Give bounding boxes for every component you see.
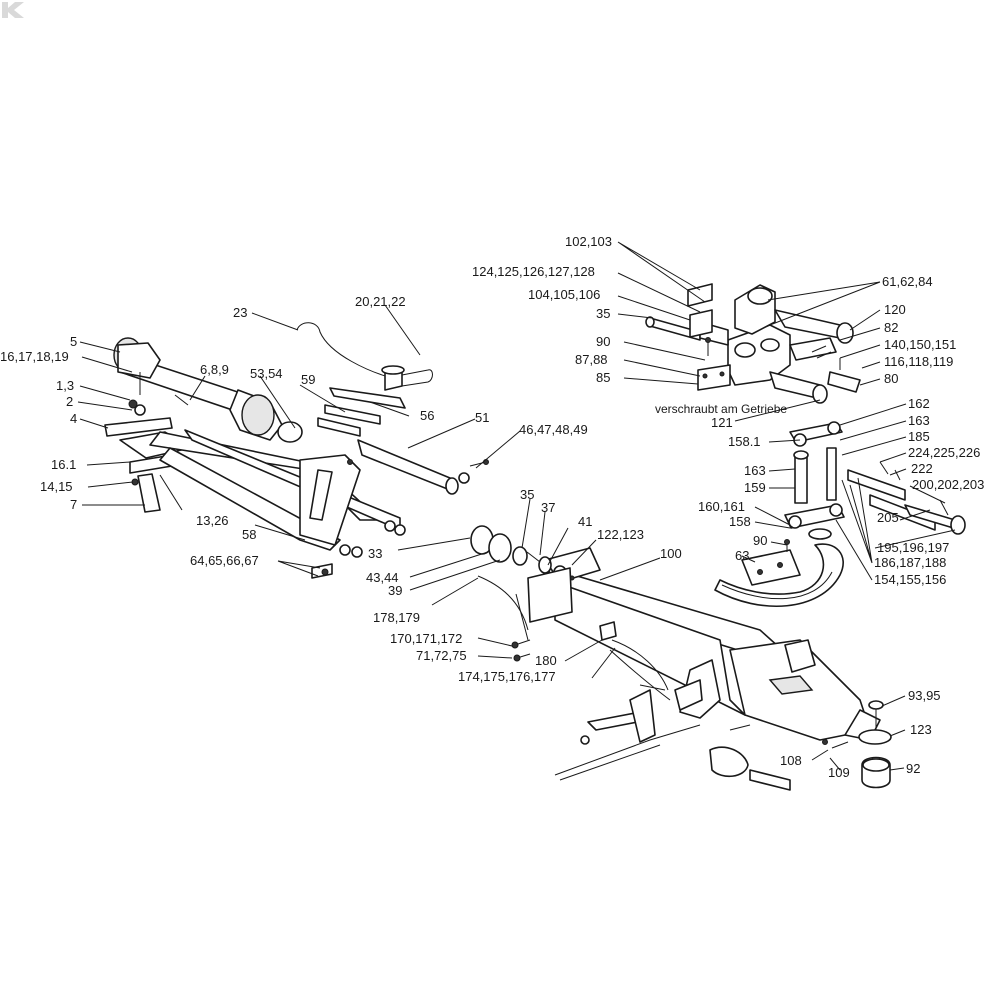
callout-label: 186,187,188 (874, 555, 946, 570)
callout-label: 90 (753, 533, 767, 548)
callout-label: 154,155,156 (874, 572, 946, 587)
callout-label: 124,125,126,127,128 (472, 264, 595, 279)
callout-label: 163 (744, 463, 766, 478)
callout-label: 224,225,226 (908, 445, 980, 460)
callout-label: 85 (596, 370, 610, 385)
callout-labels: 102,103 124,125,126,127,128 104,105,106 … (0, 234, 984, 780)
callout-label: 222 (911, 461, 933, 476)
callout-label: 6,8,9 (200, 362, 229, 377)
callout-label: 35 (596, 306, 610, 321)
callout-label: 82 (884, 320, 898, 335)
callout-label: 33 (368, 546, 382, 561)
callout-label: 200,202,203 (912, 477, 984, 492)
callout-label: 123 (910, 722, 932, 737)
pto-shaft-assembly (104, 322, 489, 579)
callout-label: 16,17,18,19 (0, 349, 69, 364)
callout-label: 109 (828, 765, 850, 780)
callout-label: 163 (908, 413, 930, 428)
callout-label: 195,196,197 (877, 540, 949, 555)
callout-label: 116,118,119 (884, 354, 953, 369)
callout-label: 13,26 (196, 513, 229, 528)
callout-label: 158.1 (728, 434, 761, 449)
callout-label: 185 (908, 429, 930, 444)
callout-label: 71,72,75 (416, 648, 467, 663)
callout-label: 2 (66, 394, 73, 409)
callout-label: 92 (906, 761, 920, 776)
callout-label: 120 (884, 302, 906, 317)
callout-label: 64,65,66,67 (190, 553, 259, 568)
callout-label: 56 (420, 408, 434, 423)
callout-label: 4 (70, 411, 77, 426)
callout-label: 39 (388, 583, 402, 598)
callout-label: 162 (908, 396, 930, 411)
callout-label: 205 (877, 510, 899, 525)
callout-label: 37 (541, 500, 555, 515)
callout-label: 53,54 (250, 366, 283, 381)
callout-label: 5 (70, 334, 77, 349)
callout-label: 14,15 (40, 479, 73, 494)
callout-label: 23 (233, 305, 247, 320)
callout-label: 158 (729, 514, 751, 529)
callout-label: 16.1 (51, 457, 76, 472)
callout-label: 46,47,48,49 (519, 422, 588, 437)
callout-label: 174,175,176,177 (458, 669, 556, 684)
callout-label: 61,62,84 (882, 274, 933, 289)
callout-label: 51 (475, 410, 489, 425)
main-frame-assembly (470, 525, 892, 791)
rotor-arm-assembly (714, 421, 966, 607)
callout-label: 43,44 (366, 570, 399, 585)
callout-label: 104,105,106 (528, 287, 600, 302)
callout-label: 159 (744, 480, 766, 495)
callout-label: 1,3 (56, 378, 74, 393)
callout-label: 90 (596, 334, 610, 349)
callout-label: 87,88 (575, 352, 608, 367)
callout-label: 170,171,172 (390, 631, 462, 646)
callout-label: 63 (735, 548, 749, 563)
brand-logo-icon (2, 2, 24, 18)
callout-label: 121 (711, 415, 733, 430)
callout-label: 102,103 (565, 234, 612, 249)
gearbox-assembly (645, 283, 861, 404)
callout-label: 180 (535, 653, 557, 668)
callout-label: 160,161 (698, 499, 745, 514)
gearbox-note: verschraubt am Getriebe (655, 402, 787, 416)
callout-label: 93,95 (908, 688, 941, 703)
callout-label: 122,123 (597, 527, 644, 542)
callout-label: 41 (578, 514, 592, 529)
callout-label: 100 (660, 546, 682, 561)
callout-label: 35 (520, 487, 534, 502)
callout-label: 7 (70, 497, 77, 512)
callout-label: 178,179 (373, 610, 420, 625)
leader-lines (77, 241, 956, 771)
callout-label: 58 (242, 527, 256, 542)
callout-label: 20,21,22 (355, 294, 406, 309)
callout-label: 140,150,151 (884, 337, 956, 352)
callout-label: 108 (780, 753, 802, 768)
callout-label: 59 (301, 372, 315, 387)
callout-label: 80 (884, 371, 898, 386)
